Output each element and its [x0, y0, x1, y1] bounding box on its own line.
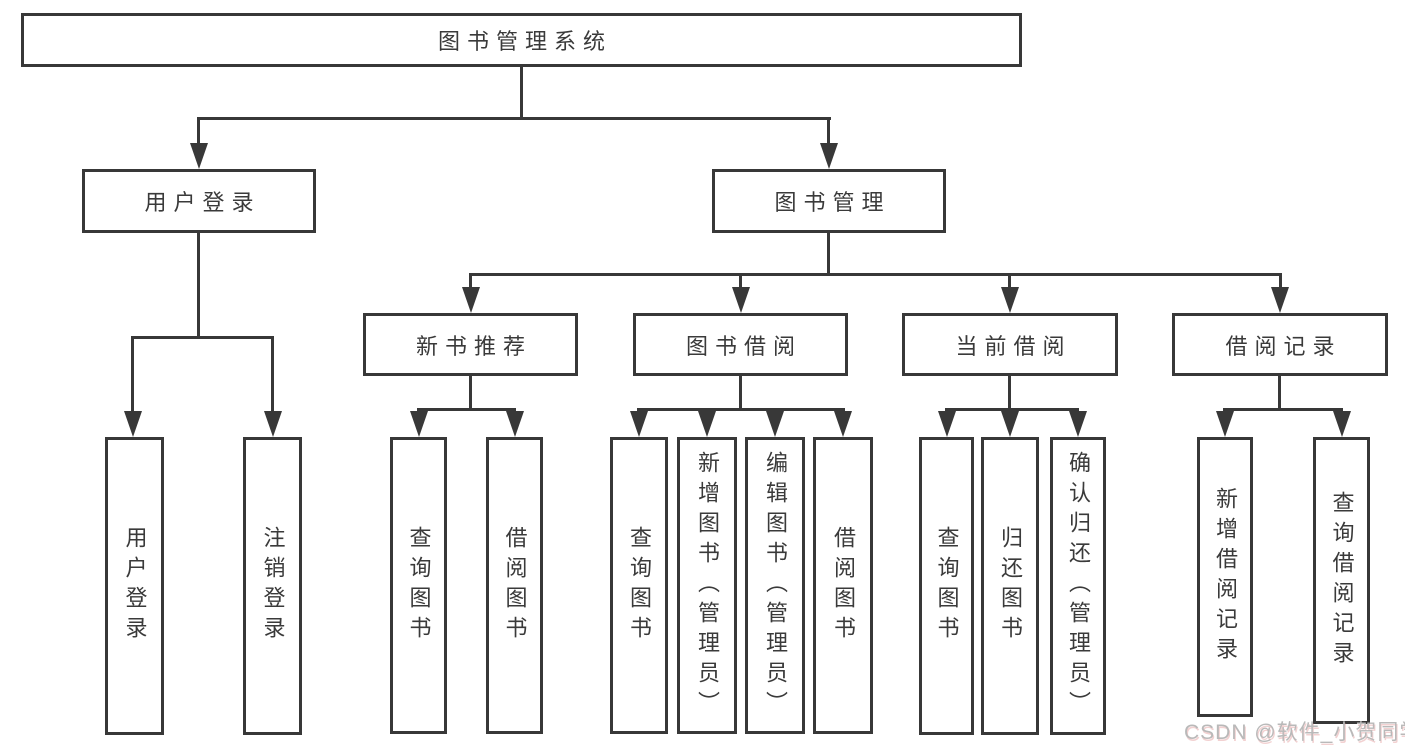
- leaf-add-book-admin: 新增图书（管理员）: [677, 437, 737, 734]
- arrowhead-login: [190, 143, 208, 169]
- connector-drop-leaf-logout: [271, 336, 274, 411]
- connector-root-stem: [520, 67, 523, 117]
- arrowhead-sec1-child2: [766, 411, 784, 437]
- node-new-book-rec: 新书推荐: [363, 313, 578, 376]
- arrowhead-borrow-records: [1271, 287, 1289, 313]
- leaf-borrow-books-1: 借阅图书: [486, 437, 543, 734]
- connector-drop-leaf-user-login: [131, 336, 134, 411]
- connector-sec2-stem: [1008, 376, 1011, 408]
- leaf-user-login: 用户登录: [105, 437, 164, 735]
- arrowhead-sec2-child1: [1001, 411, 1019, 437]
- connector-mgmt-stem: [827, 233, 830, 273]
- connector-login-bar: [131, 336, 274, 339]
- arrowhead-sec2-child0: [938, 411, 956, 437]
- node-user-login: 用户登录: [82, 169, 316, 233]
- arrowhead-sec1-child3: [834, 411, 852, 437]
- leaf-confirm-return-admin: 确认归还（管理员）: [1050, 437, 1106, 735]
- node-book-mgmt: 图书管理: [712, 169, 946, 233]
- connector-drop-current-borrow: [1008, 273, 1011, 287]
- connector-login-stem: [197, 233, 200, 336]
- watermark: CSDN @软件_小贺同学: [1184, 721, 1405, 744]
- connector-sec0-stem: [469, 376, 472, 408]
- leaf-return-book: 归还图书: [981, 437, 1039, 735]
- arrowhead-leaf-user-login: [124, 411, 142, 437]
- arrowhead-sec2-child2: [1069, 411, 1087, 437]
- leaf-add-borrow-record: 新增借阅记录: [1197, 437, 1253, 717]
- leaf-query-books-1: 查询图书: [390, 437, 447, 734]
- leaf-query-books-2: 查询图书: [610, 437, 668, 734]
- arrowhead-sec0-child0: [410, 411, 428, 437]
- connector-mgmt-bar: [469, 273, 1282, 276]
- arrowhead-sec1-child1: [698, 411, 716, 437]
- connector-sec0-bar: [417, 408, 516, 411]
- arrowhead-current-borrow: [1001, 287, 1019, 313]
- connector-sec3-bar: [1223, 408, 1343, 411]
- connector-sec1-bar: [637, 408, 845, 411]
- leaf-query-borrow-record: 查询借阅记录: [1313, 437, 1370, 724]
- connector-drop-book-borrow: [739, 273, 742, 287]
- connector-sec1-stem: [739, 376, 742, 408]
- arrowhead-sec3-child1: [1333, 411, 1351, 437]
- arrowhead-sec3-child0: [1216, 411, 1234, 437]
- node-current-borrow: 当前借阅: [902, 313, 1118, 376]
- leaf-query-books-3: 查询图书: [919, 437, 974, 735]
- connector-root-bar: [197, 117, 831, 120]
- leaf-edit-book-admin: 编辑图书（管理员）: [745, 437, 805, 734]
- node-book-borrow: 图书借阅: [633, 313, 848, 376]
- arrowhead-sec0-child1: [506, 411, 524, 437]
- arrowhead-book-borrow: [732, 287, 750, 313]
- connector-drop-new-book: [469, 273, 472, 287]
- leaf-borrow-books-2: 借阅图书: [813, 437, 873, 734]
- node-borrow-records: 借阅记录: [1172, 313, 1388, 376]
- arrowhead-sec1-child0: [630, 411, 648, 437]
- arrowhead-new-book: [462, 287, 480, 313]
- arrowhead-leaf-logout: [264, 411, 282, 437]
- connector-sec3-stem: [1278, 376, 1281, 408]
- node-root: 图书管理系统: [21, 13, 1022, 67]
- connector-drop-borrow-records: [1279, 273, 1282, 287]
- connector-drop-login: [197, 117, 200, 143]
- leaf-logout: 注销登录: [243, 437, 302, 735]
- arrowhead-mgmt: [820, 143, 838, 169]
- connector-sec2-bar: [945, 408, 1079, 411]
- connector-drop-mgmt: [827, 117, 830, 143]
